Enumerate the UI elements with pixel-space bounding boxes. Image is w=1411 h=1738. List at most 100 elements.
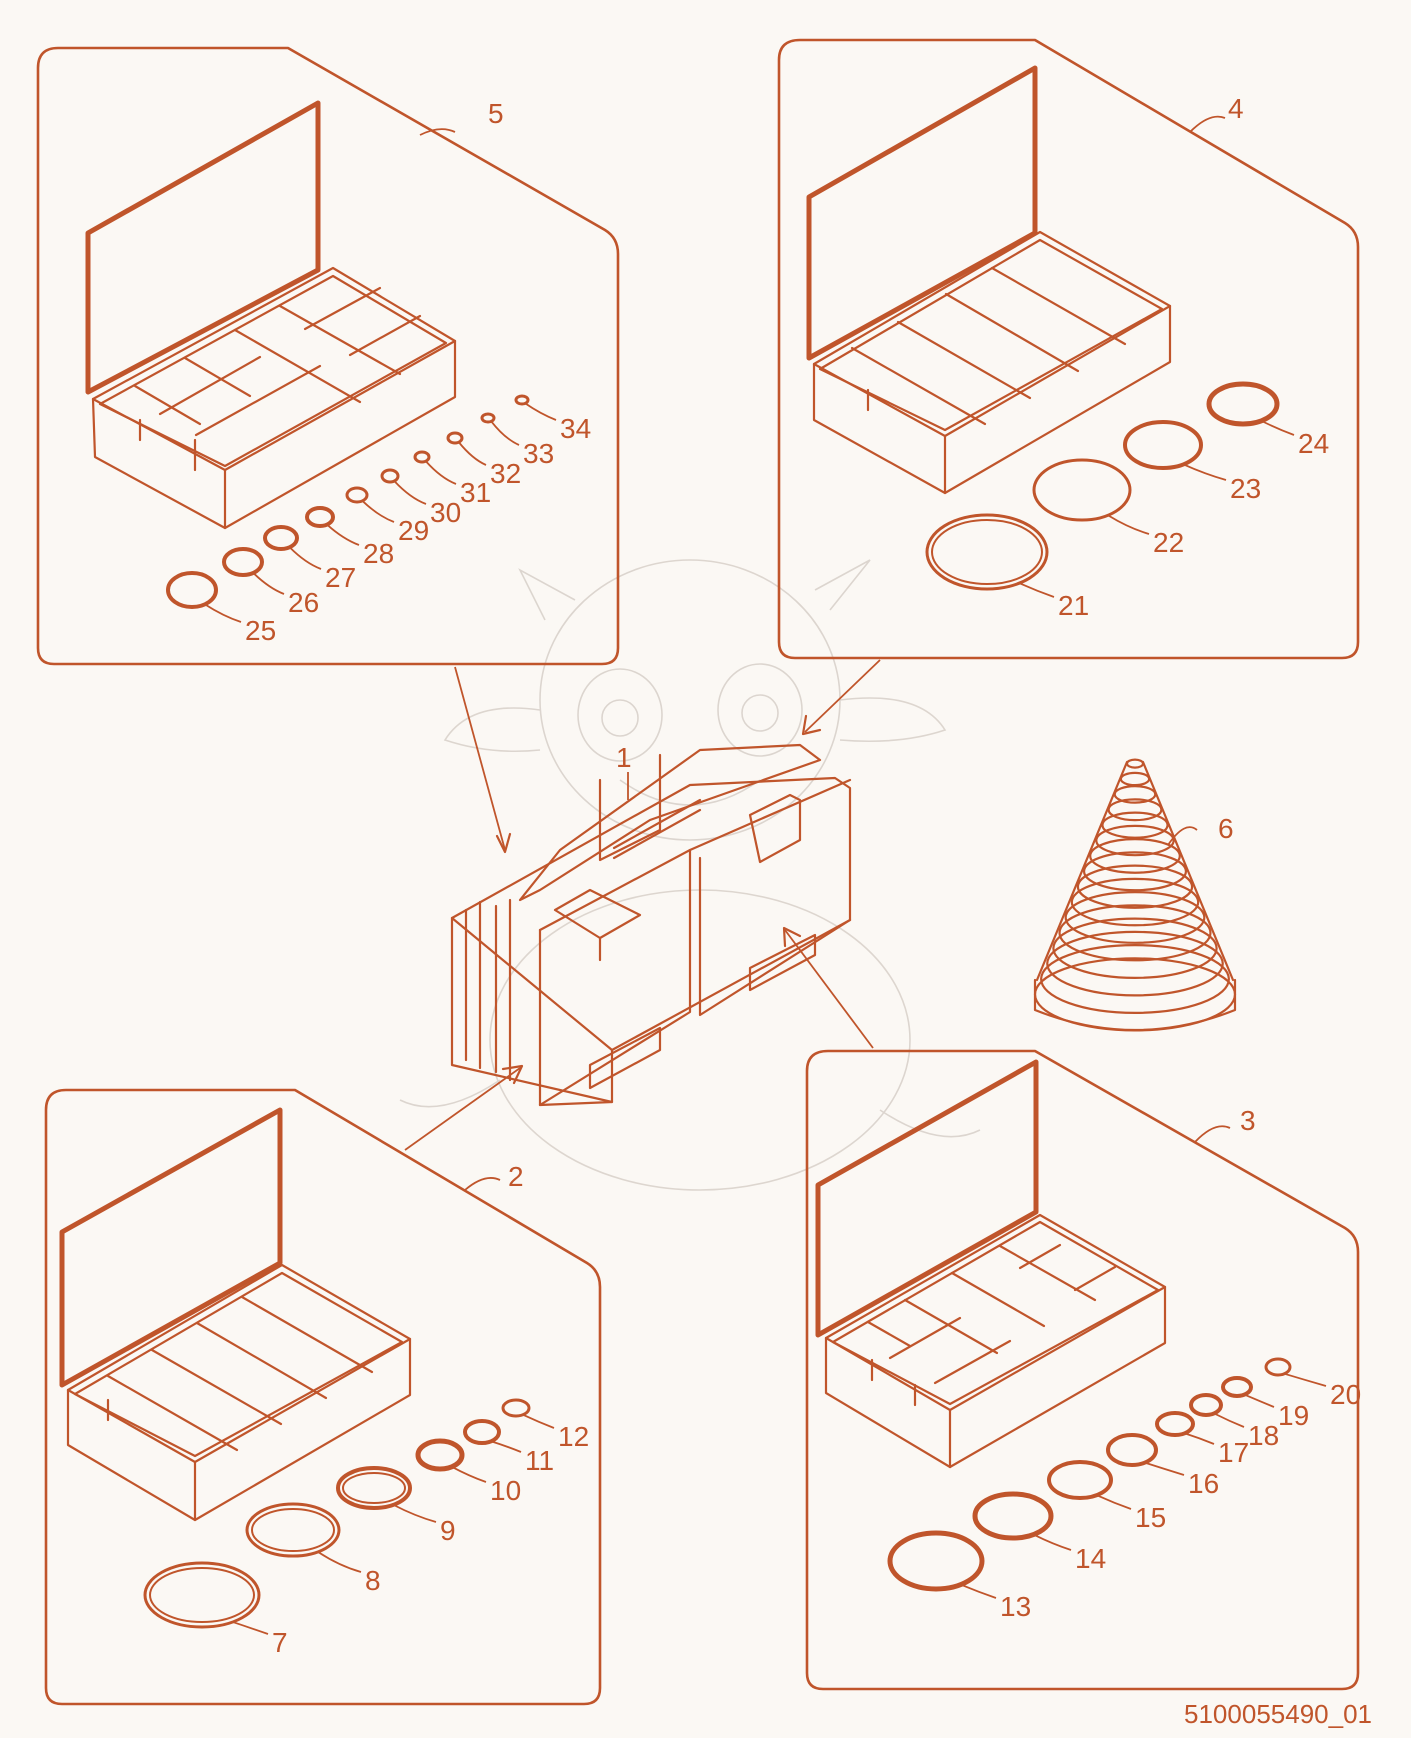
callout-ring: 13 — [1000, 1591, 1031, 1622]
cone-tier — [1070, 877, 1200, 927]
kit_3-o-ring — [1155, 1411, 1195, 1437]
leader-line — [1096, 1494, 1132, 1510]
callout-ring: 24 — [1298, 428, 1329, 459]
leader-line — [1284, 1372, 1327, 1387]
cone-tier — [1064, 891, 1206, 944]
callout-kit-5: 5 — [488, 98, 504, 129]
kit_3-o-ring — [1189, 1393, 1223, 1417]
watermark-mascot — [399, 559, 981, 1191]
cone-tier — [1101, 811, 1169, 839]
callout-ring: 32 — [490, 458, 521, 489]
kit_5-o-ring — [514, 394, 530, 406]
callout-ring: 20 — [1330, 1379, 1361, 1410]
kit_3-o-ring — [1264, 1357, 1292, 1377]
kit_3-o-ring — [1221, 1376, 1253, 1398]
leader-line — [425, 460, 457, 485]
callout-ring: 27 — [325, 562, 356, 593]
callout-ring: 25 — [245, 615, 276, 646]
kit-3-panel — [805, 1049, 1360, 1691]
callout-ring: 26 — [288, 587, 319, 618]
callout-ring: 29 — [398, 515, 429, 546]
cone-tier — [1107, 798, 1163, 822]
kit_2-o-ring-inner — [149, 1567, 255, 1623]
leader-line — [458, 441, 487, 466]
leader-line — [490, 420, 520, 446]
kit_5-o-ring — [166, 571, 218, 609]
ring-sizing-cone — [1033, 758, 1237, 1032]
leader-line — [451, 1466, 487, 1483]
leader-line — [491, 1440, 522, 1453]
kit-3-frame — [805, 1049, 1360, 1691]
cone-tier — [1046, 930, 1224, 997]
kit-5-frame — [36, 46, 620, 666]
o-rings: 2526272829303132333421222324789101112131… — [143, 381, 1361, 1658]
leader-line — [252, 572, 285, 595]
leader-line — [1184, 1432, 1215, 1445]
leader-line — [1261, 420, 1295, 436]
leader-line — [522, 1413, 555, 1429]
kit_5-o-ring — [263, 525, 299, 551]
callout-ring: 14 — [1075, 1543, 1106, 1574]
kit_3-o-ring — [972, 1491, 1054, 1541]
leader-line — [1033, 1533, 1072, 1551]
kit_5-o-ring — [480, 412, 496, 424]
drawing-number: 5100055490_01 — [1184, 1699, 1372, 1729]
callout-ring: 19 — [1278, 1400, 1309, 1431]
leader-line — [960, 1583, 997, 1599]
kit_5-o-ring — [345, 486, 369, 504]
kit_2-o-ring — [501, 1398, 531, 1418]
kit_5-o-ring — [222, 547, 264, 577]
kit_4-o-ring — [1206, 381, 1280, 427]
callout-ring: 7 — [272, 1627, 288, 1658]
callout-ring: 31 — [460, 477, 491, 508]
leader-line — [289, 546, 322, 570]
kit_2-o-ring-inner — [342, 1472, 406, 1504]
cone-tier — [1052, 917, 1218, 979]
kit_4-o-ring-inner — [931, 519, 1043, 585]
leader-line — [317, 1551, 362, 1573]
assembly-arrows — [404, 659, 881, 1151]
callout-kit-2: 2 — [508, 1161, 524, 1192]
kit_4-o-ring — [1032, 458, 1132, 522]
kit-2-panel — [44, 1088, 602, 1706]
callout-ring: 11 — [525, 1445, 554, 1476]
callout-ring: 15 — [1135, 1502, 1166, 1533]
kit_3-o-ring — [1106, 1433, 1158, 1467]
callout-ring: 28 — [363, 538, 394, 569]
callout-ring: 18 — [1248, 1420, 1279, 1451]
callout-kit-3: 3 — [1240, 1105, 1256, 1136]
leader-line — [1107, 514, 1150, 535]
leader-line — [524, 402, 557, 421]
kit_5-o-ring — [305, 506, 335, 528]
carrying-case — [450, 743, 852, 1107]
kit-5-panel — [36, 46, 620, 666]
callout-ring: 34 — [560, 413, 591, 444]
kit_3-o-ring — [887, 1530, 985, 1592]
callout-kit-4: 4 — [1228, 93, 1244, 124]
callout-ring: 21 — [1058, 590, 1089, 621]
callout-ring: 8 — [365, 1565, 381, 1596]
kit_5-o-ring — [380, 468, 400, 484]
cone-tier — [1125, 758, 1145, 769]
callout-ring: 10 — [490, 1475, 521, 1506]
leader-line — [393, 480, 427, 505]
callout-ring: 17 — [1218, 1437, 1249, 1468]
cone-tier — [1040, 944, 1230, 1014]
leader-line — [326, 523, 360, 546]
leader-line — [393, 1504, 437, 1523]
callout-ring: 30 — [430, 497, 461, 528]
cone-base — [1033, 978, 1237, 1032]
kit_2-o-ring — [415, 1438, 465, 1472]
callout-ring: 23 — [1230, 473, 1261, 504]
callout-sizing-cone: 6 — [1218, 813, 1234, 844]
leader-line — [361, 500, 395, 523]
leader-line — [204, 603, 242, 623]
kit_3-o-ring — [1047, 1460, 1113, 1500]
kit_2-o-ring — [336, 1466, 412, 1510]
cone-tier — [1076, 864, 1194, 909]
kit_5-o-ring — [413, 450, 431, 464]
kit_5-o-ring — [446, 431, 464, 445]
kit_2-o-ring-inner — [251, 1508, 335, 1552]
